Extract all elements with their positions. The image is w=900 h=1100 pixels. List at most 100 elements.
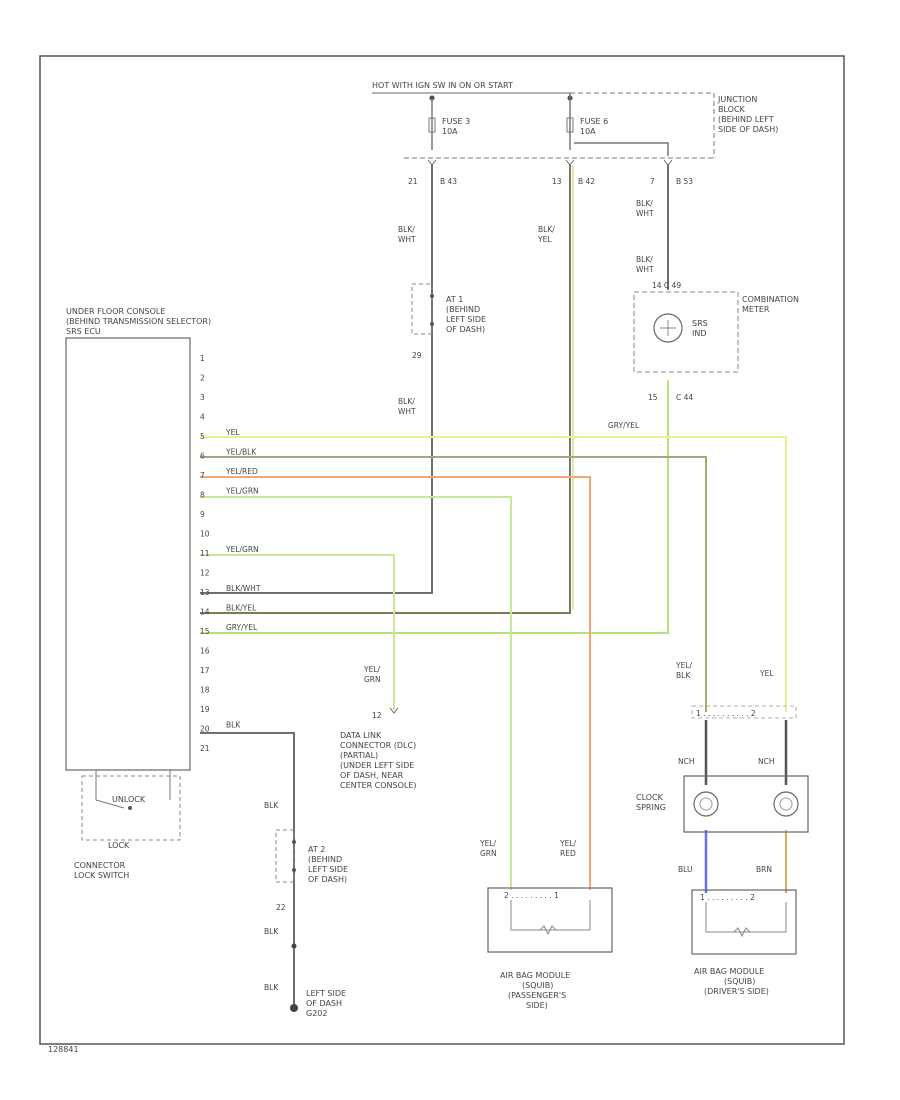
wire-label: WHT	[636, 209, 654, 218]
srs-pin-19: 19	[200, 705, 210, 714]
srs-wire-label-6: YEL/BLK	[225, 448, 257, 457]
wire-yel-grn	[200, 496, 512, 890]
srs-pin-8: 8	[200, 491, 205, 500]
airbag-pass-pins: 2 . . . . . . . . . 1	[504, 891, 559, 900]
wire-label: BLK/	[636, 255, 653, 264]
airbag-passenger: 2 . . . . . . . . . 1 AIR BAG MODULE (SQ…	[487, 887, 613, 1010]
meter-pins-top: 14 C 49	[652, 281, 681, 290]
airbag-pass-label: (SQUIB)	[522, 981, 553, 990]
joint-label: OF DASH)	[308, 875, 347, 884]
joint-pin: 29	[412, 351, 422, 360]
conn-b43: B 43	[440, 177, 457, 186]
srs-ecu: UNDER FLOOR CONSOLE (BEHIND TRANSMISSION…	[65, 307, 261, 771]
srs-pin-21: 21	[200, 744, 210, 753]
conn-b53: B 53	[676, 177, 693, 186]
meter-pin-bottom: 15	[648, 393, 658, 402]
junction-block-label-1: JUNCTION	[717, 95, 757, 104]
srs-pin-11: 11	[200, 549, 210, 558]
srs-pin-1: 1	[200, 354, 205, 363]
wire-label: BLK	[264, 801, 279, 810]
airbag-drv-label: (DRIVER'S SIDE)	[704, 987, 769, 996]
wire-label: BLK	[676, 671, 691, 680]
joint-label: AT 2	[308, 845, 325, 854]
srs-pin-14: 14	[200, 608, 210, 617]
wire-label: WHT	[398, 235, 416, 244]
wire-labels: BLK/ WHT BLK/ YEL BLK/ WHT BLK/ WHT BLK/…	[264, 199, 775, 992]
wire-label: BLK/	[398, 397, 415, 406]
dlc-label: (PARTIAL)	[340, 751, 378, 760]
wire-gry-yel	[200, 380, 669, 634]
joint-label: AT 1	[446, 295, 463, 304]
meter-lamp-label: IND	[692, 329, 707, 338]
connector-lock-label: CONNECTOR	[74, 861, 126, 870]
clock-spring-label: CLOCK	[636, 793, 664, 802]
airbag-drv-pins: 1 . . . . . . . . . 2	[700, 893, 755, 902]
joint-label: LEFT SIDE	[308, 865, 348, 874]
srs-wire-label-8: YEL/GRN	[225, 487, 259, 496]
clock-spring-label: SPRING	[636, 803, 666, 812]
joint-at2: AT 2 (BEHIND LEFT SIDE OF DASH) 22	[275, 829, 348, 949]
wire-yel-red	[200, 476, 591, 890]
wire-yel	[200, 436, 787, 712]
wire-blk-yel	[200, 165, 571, 614]
joint-label: (BEHIND	[446, 305, 480, 314]
srs-pin-12: 12	[200, 569, 210, 578]
srs-wire-label-15: GRY/YEL	[226, 623, 258, 632]
pin-13: 13	[552, 177, 562, 186]
srs-pin-4: 4	[200, 413, 205, 422]
srs-pin-7: 7	[200, 471, 205, 480]
srs-wire-label-14: BLK/YEL	[226, 604, 257, 613]
meter-label: COMBINATION	[742, 295, 799, 304]
clock-spring: 1 . . . . . . . . . . 2 CLOCK SPRING	[636, 705, 809, 833]
srs-wire-label-11: YEL/GRN	[225, 545, 259, 554]
srs-title: UNDER FLOOR CONSOLE	[66, 307, 165, 316]
wire-label: GRN	[480, 849, 497, 858]
conn-b42: B 42	[578, 177, 595, 186]
wires	[200, 165, 788, 1005]
wire-label: YEL	[537, 235, 552, 244]
meter-lamp-label: SRS	[692, 319, 708, 328]
wire-label: BLK/	[636, 199, 653, 208]
srs-wire-label-5: YEL	[225, 428, 240, 437]
lock-label: LOCK	[108, 841, 130, 850]
srs-wire-label-7: YEL/RED	[225, 467, 258, 476]
wire-label: BRN	[756, 865, 772, 874]
ground-label: OF DASH	[306, 999, 342, 1008]
meter-conn-bottom: C 44	[676, 393, 693, 402]
unlock-label: UNLOCK	[112, 795, 146, 804]
pin-21: 21	[408, 177, 418, 186]
dlc-label: DATA LINK	[340, 731, 382, 740]
srs-pin-16: 16	[200, 647, 210, 656]
srs-pin-17: 17	[200, 666, 210, 675]
top-pins: 21 B 43 13 B 42 7 B 53	[408, 159, 693, 186]
clock-spring-pins: 1 . . . . . . . . . . 2	[696, 709, 756, 718]
ground-g202: LEFT SIDE OF DASH G202	[290, 989, 346, 1018]
wire-label: NCH	[678, 757, 695, 766]
srs-wire-label-20: BLK	[226, 721, 241, 730]
airbag-pass-label: SIDE)	[526, 1001, 548, 1010]
srs-pin-20: 20	[200, 725, 210, 734]
junction-block: HOT WITH IGN SW IN ON OR START JUNCTION …	[372, 81, 778, 159]
srs-pin-18: 18	[200, 686, 210, 695]
joint-label: (BEHIND	[308, 855, 342, 864]
wire-label: YEL/	[675, 661, 692, 670]
pin-7: 7	[650, 177, 655, 186]
srs-pin-3: 3	[200, 393, 205, 402]
connector-lock-label: LOCK SWITCH	[74, 871, 129, 880]
connector-lock-switch: UNLOCK LOCK CONNECTOR LOCK SWITCH	[74, 770, 181, 880]
dlc-pin: 12	[372, 711, 382, 720]
meter-label: METER	[742, 305, 770, 314]
srs-pin-2: 2	[200, 374, 205, 383]
joint-at1: AT 1 (BEHIND LEFT SIDE OF DASH) 29	[411, 283, 486, 360]
wire-label: WHT	[636, 265, 654, 274]
combination-meter: 14 C 49 SRS IND COMBINATION METER 15 C 4…	[633, 281, 799, 402]
wire-label: WHT	[398, 407, 416, 416]
ground-label: G202	[306, 1009, 327, 1018]
airbag-drv-label: (SQUIB)	[724, 977, 755, 986]
airbag-pass-label: AIR BAG MODULE	[500, 971, 570, 980]
hot-label: HOT WITH IGN SW IN ON OR START	[372, 81, 513, 90]
srs-pin-5: 5	[200, 432, 205, 441]
srs-pin-15: 15	[200, 627, 210, 636]
